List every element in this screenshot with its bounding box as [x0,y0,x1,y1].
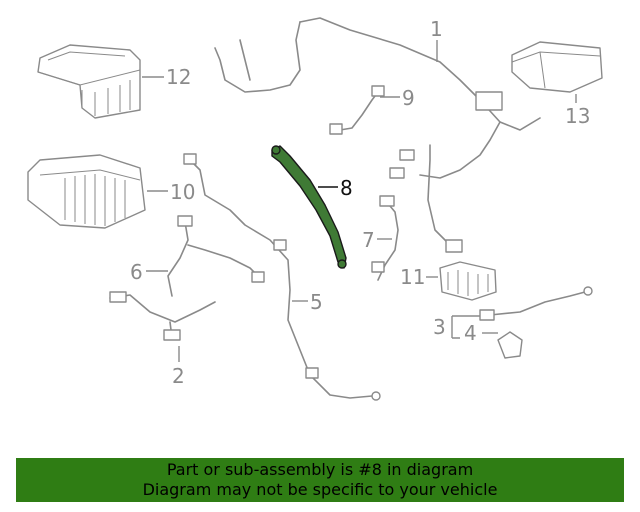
callout-3[interactable]: 3 [433,315,446,339]
callout-10[interactable]: 10 [170,180,195,204]
callout-7[interactable]: 7 [362,228,375,252]
parts-diagram: 12 10 6 2 5 [27,17,603,401]
part-7-cable[interactable] [371,195,399,281]
part-4-clip[interactable] [497,331,523,359]
callout-9[interactable]: 9 [402,86,415,110]
part-1-harness[interactable] [214,17,541,253]
part-6-cable[interactable] [167,215,265,297]
banner-line-1: Part or sub-assembly is #8 in diagram [166,460,474,479]
part-3-cable[interactable] [479,286,593,321]
part-2-cable[interactable] [109,291,216,341]
callout-6[interactable]: 6 [130,260,143,284]
callout-1[interactable]: 1 [430,17,443,41]
part-5-cable[interactable] [183,153,381,401]
callout-8[interactable]: 8 [340,176,353,200]
info-banner: Part or sub-assembly is #8 in diagram Di… [16,458,624,502]
part-12-module[interactable] [37,44,141,119]
part-9-cable[interactable] [329,85,385,135]
callout-5[interactable]: 5 [310,290,323,314]
part-13-module[interactable] [511,41,603,93]
callout-2[interactable]: 2 [172,364,185,388]
callout-12[interactable]: 12 [166,65,191,89]
callout-11[interactable]: 11 [400,265,425,289]
callout-4[interactable]: 4 [464,321,477,345]
part-11-relay-block[interactable] [439,261,497,301]
part-10-fuse-block[interactable] [27,154,146,229]
leader-3 [451,315,480,339]
banner-line-2: Diagram may not be specific to your vehi… [142,480,498,499]
callout-13[interactable]: 13 [565,104,590,128]
part-8-cable-highlighted[interactable] [271,145,347,269]
